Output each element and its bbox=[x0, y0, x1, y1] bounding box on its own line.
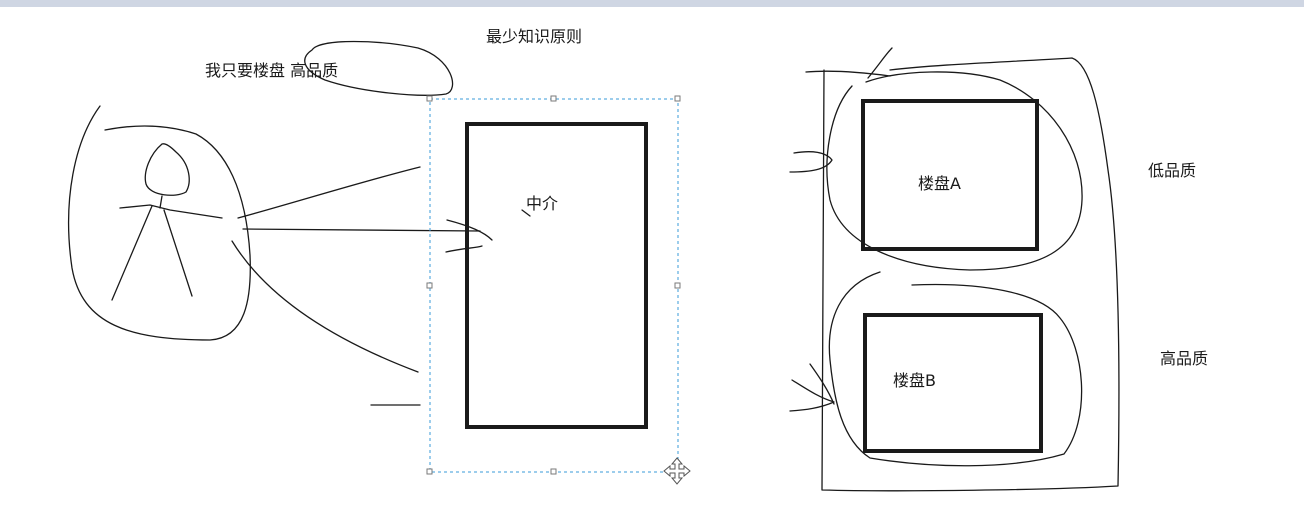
resize-handle-nw[interactable] bbox=[426, 95, 433, 102]
market-top-stroke bbox=[805, 70, 891, 77]
selection-frame[interactable] bbox=[426, 95, 681, 475]
buyer-wish-label: 我只要楼盘 高品质 bbox=[205, 61, 339, 80]
agent-box[interactable] bbox=[465, 122, 648, 429]
speech-bubble bbox=[304, 40, 454, 96]
connector-upper bbox=[237, 166, 421, 219]
resize-handle-sw[interactable] bbox=[426, 468, 433, 475]
person-right-leg bbox=[163, 209, 193, 297]
arrow-mark-2 bbox=[445, 245, 483, 253]
house-b-box[interactable] bbox=[863, 313, 1043, 453]
connector-middle bbox=[242, 228, 481, 232]
person-neck bbox=[159, 195, 163, 209]
house-a-label: 楼盘A bbox=[918, 174, 961, 193]
diagram-title: 最少知识原则 bbox=[486, 27, 583, 46]
person-left-leg bbox=[111, 205, 153, 301]
resize-handle-ne[interactable] bbox=[674, 95, 681, 102]
house-a-box[interactable] bbox=[861, 99, 1039, 251]
resize-handle-n[interactable] bbox=[550, 95, 557, 102]
agent-label: 中介 bbox=[526, 194, 559, 213]
person-outline bbox=[67, 105, 251, 341]
high-quality-label: 高品质 bbox=[1160, 349, 1209, 368]
resize-handle-e[interactable] bbox=[674, 282, 681, 289]
tick-mark-b-2 bbox=[809, 363, 835, 405]
resize-handle-s[interactable] bbox=[550, 468, 557, 475]
tick-mark-b bbox=[789, 379, 835, 412]
person-arms bbox=[119, 204, 223, 219]
move-cursor-icon bbox=[663, 457, 691, 485]
market-outline bbox=[821, 57, 1120, 492]
agent-tick bbox=[521, 209, 531, 217]
market-top-squiggle bbox=[867, 47, 893, 79]
house-b-label: 楼盘B bbox=[893, 371, 936, 390]
person-head bbox=[144, 143, 190, 196]
arrow-mark-1 bbox=[446, 219, 493, 241]
low-quality-label: 低品质 bbox=[1148, 161, 1197, 180]
group-a-outline bbox=[826, 71, 1083, 271]
connector-lower bbox=[231, 240, 419, 373]
window-top-bar bbox=[0, 0, 1304, 7]
group-b-outline bbox=[828, 271, 1083, 467]
resize-handle-w[interactable] bbox=[426, 282, 433, 289]
tick-mark-a bbox=[789, 151, 833, 173]
